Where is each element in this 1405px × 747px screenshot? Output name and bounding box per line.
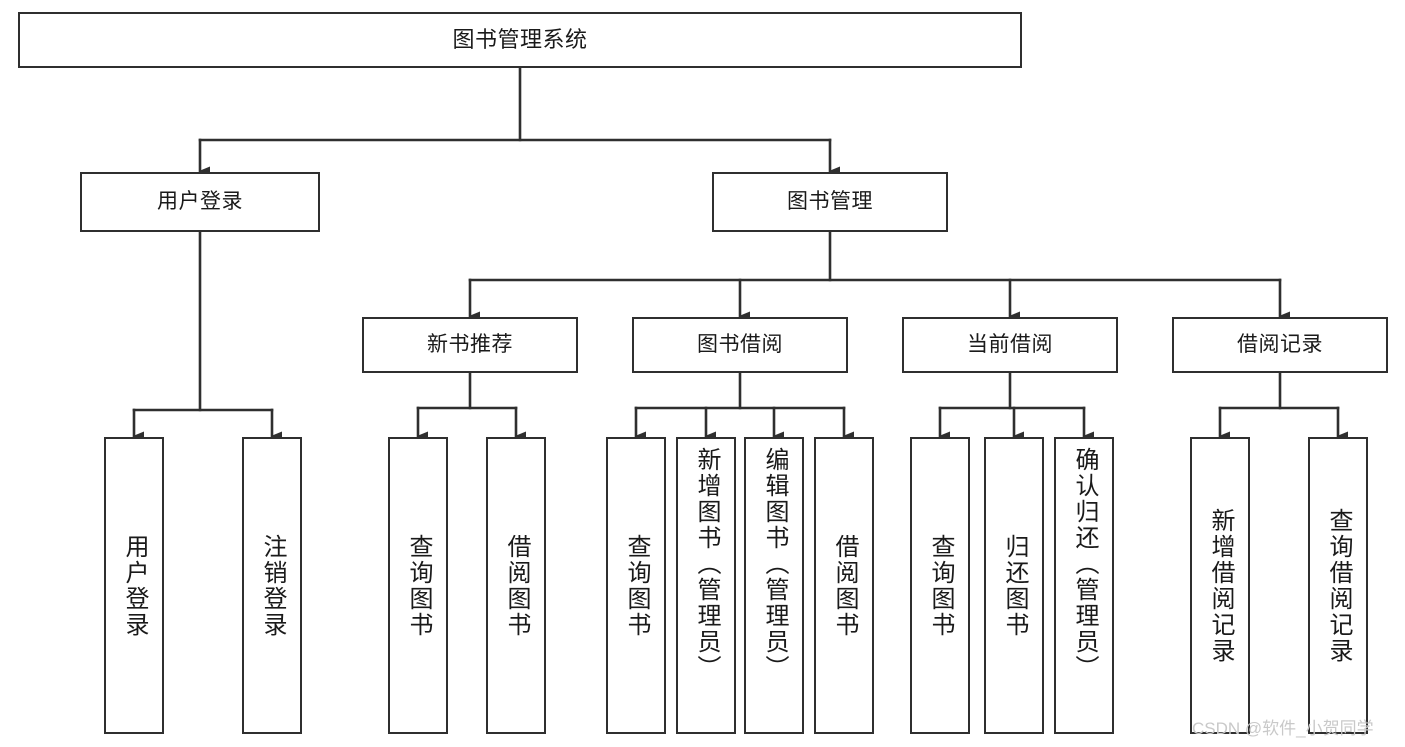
node-label: 图书借阅: [697, 333, 783, 357]
node-label: 借阅记录: [1237, 333, 1323, 357]
node-label: 图书管理系统: [452, 26, 588, 52]
csdn-watermark: CSDN @软件_小贺同学: [1192, 719, 1374, 738]
node-label: 用户登录: [157, 190, 243, 214]
node-leaf-add-record[interactable]: 新增借阅记录: [1190, 437, 1250, 734]
node-leaf-query-book-1[interactable]: 查询图书: [388, 437, 448, 734]
node-label: 新增图书（管理员）: [693, 447, 720, 681]
node-label: 查询图书: [927, 533, 954, 638]
node-label: 归还图书: [1001, 533, 1028, 638]
node-label: 编辑图书（管理员）: [761, 447, 788, 681]
node-current-borrow[interactable]: 当前借阅: [902, 317, 1118, 373]
node-book-manage[interactable]: 图书管理: [712, 172, 948, 232]
node-borrow-record[interactable]: 借阅记录: [1172, 317, 1388, 373]
node-user-login[interactable]: 用户登录: [80, 172, 320, 232]
node-root[interactable]: 图书管理系统: [18, 12, 1022, 68]
node-label: 借阅图书: [503, 533, 530, 638]
node-leaf-edit-book[interactable]: 编辑图书（管理员）: [744, 437, 804, 734]
node-leaf-add-book[interactable]: 新增图书（管理员）: [676, 437, 736, 734]
node-leaf-confirm-return[interactable]: 确认归还（管理员）: [1054, 437, 1114, 734]
node-label: 借阅图书: [831, 533, 858, 638]
node-label: 当前借阅: [967, 333, 1053, 357]
node-leaf-query-record[interactable]: 查询借阅记录: [1308, 437, 1368, 734]
node-leaf-borrow-book-1[interactable]: 借阅图书: [486, 437, 546, 734]
node-label: 新书推荐: [427, 333, 513, 357]
node-book-borrow[interactable]: 图书借阅: [632, 317, 848, 373]
node-label: 查询借阅记录: [1325, 507, 1352, 664]
node-leaf-borrow-book-2[interactable]: 借阅图书: [814, 437, 874, 734]
node-label: 新增借阅记录: [1207, 507, 1234, 664]
node-leaf-query-book-3[interactable]: 查询图书: [910, 437, 970, 734]
node-new-book-recommend[interactable]: 新书推荐: [362, 317, 578, 373]
node-leaf-query-book-2[interactable]: 查询图书: [606, 437, 666, 734]
node-label: 图书管理: [787, 190, 873, 214]
node-leaf-user-login[interactable]: 用户登录: [104, 437, 164, 734]
node-label: 确认归还（管理员）: [1071, 447, 1098, 681]
node-label: 查询图书: [623, 533, 650, 638]
node-label: 查询图书: [405, 533, 432, 638]
node-label: 用户登录: [121, 533, 148, 638]
node-leaf-return-book[interactable]: 归还图书: [984, 437, 1044, 734]
node-leaf-user-logout[interactable]: 注销登录: [242, 437, 302, 734]
node-label: 注销登录: [259, 533, 286, 638]
